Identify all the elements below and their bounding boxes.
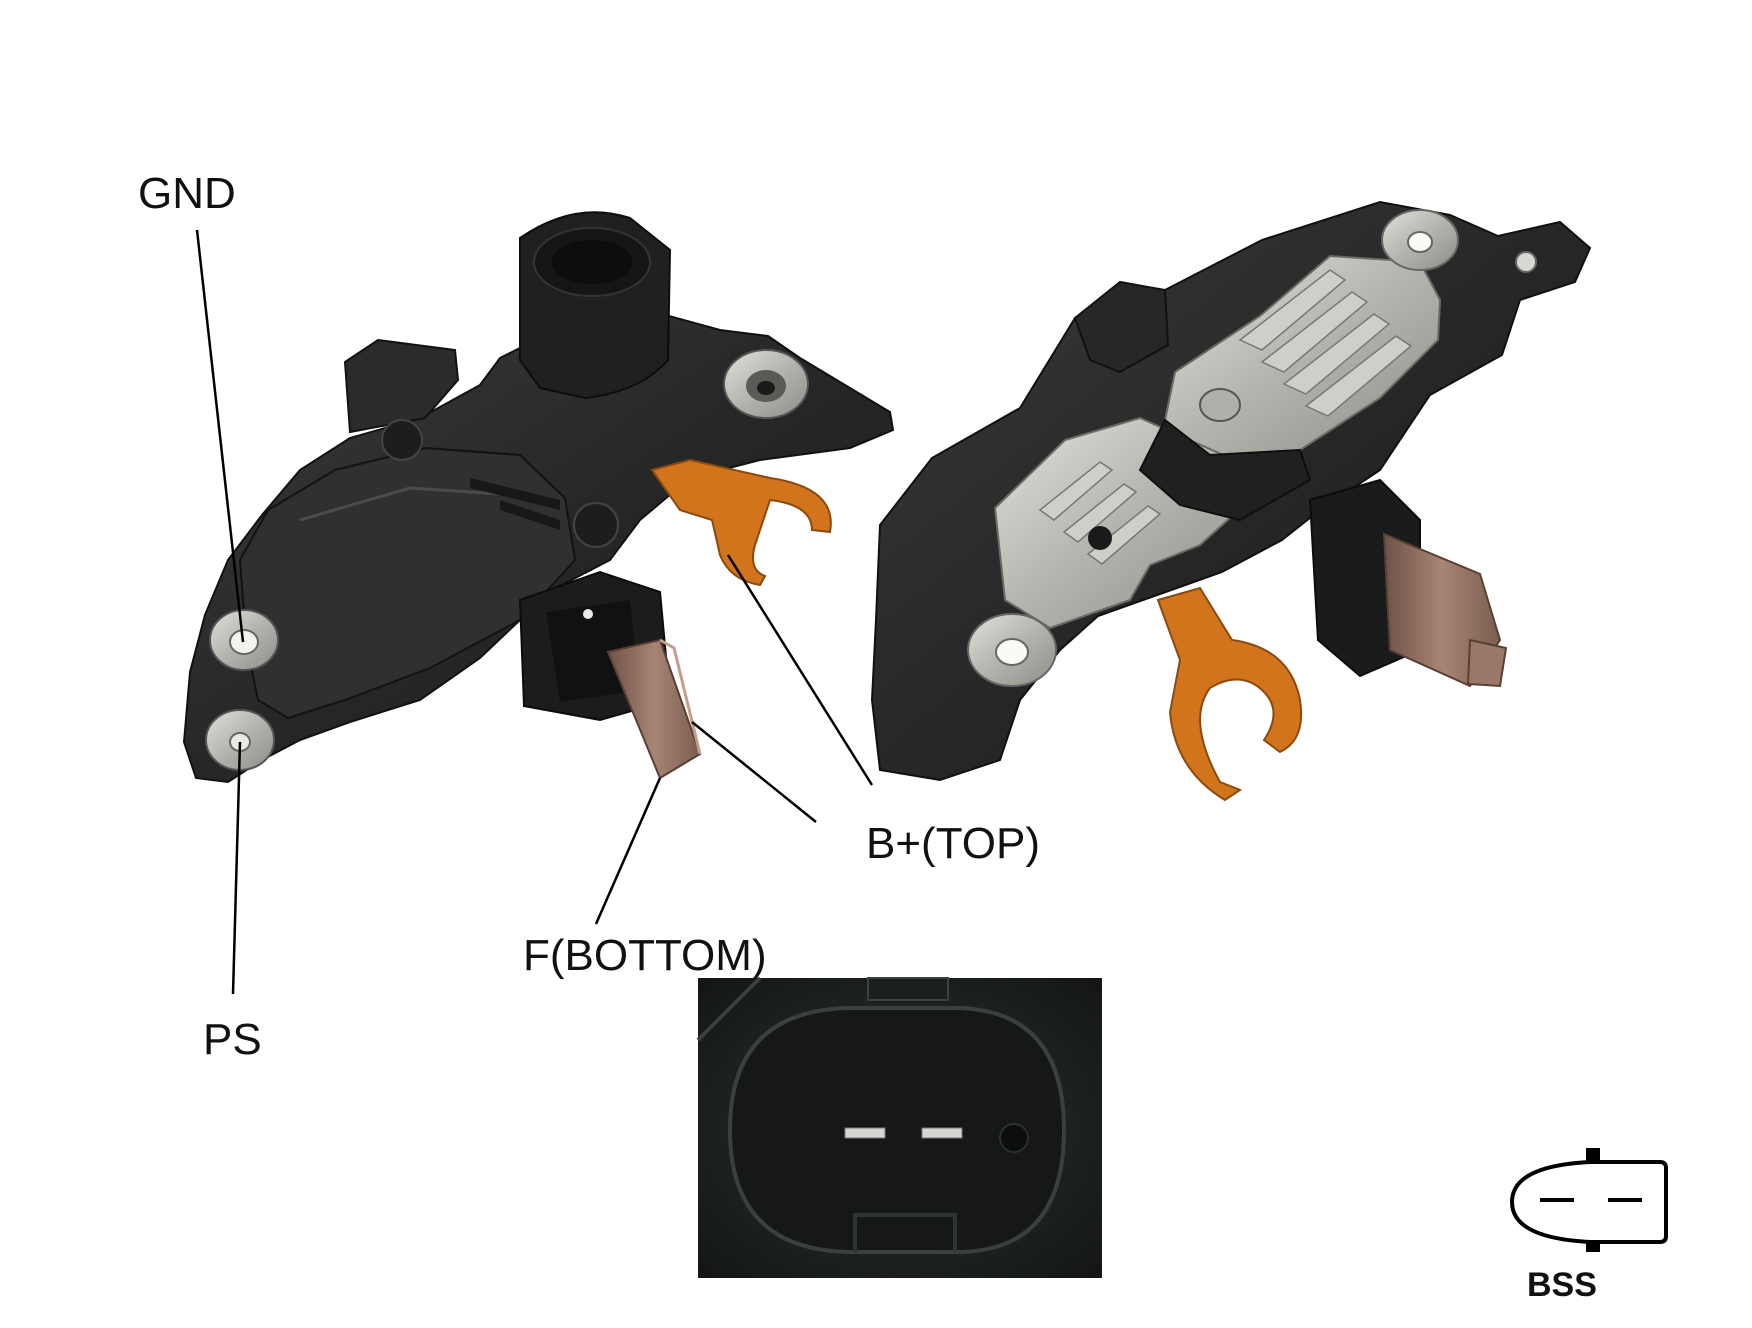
fbottom-leader-line bbox=[594, 777, 662, 925]
ps-label: PS bbox=[203, 1015, 262, 1064]
connector-closeup bbox=[696, 976, 1102, 1278]
bss-label: BSS bbox=[1527, 1266, 1597, 1304]
f-bottom-label: F(BOTTOM) bbox=[523, 931, 767, 980]
bss-plug-symbol bbox=[1509, 1148, 1668, 1252]
heatsink-fins bbox=[1238, 269, 1413, 417]
b-plus-label: B+(TOP) bbox=[866, 819, 1041, 868]
ps-leader-line bbox=[231, 741, 242, 995]
gnd-leader-line bbox=[195, 229, 245, 643]
regulator-front-view bbox=[182, 211, 895, 784]
gnd-label: GND bbox=[138, 169, 236, 218]
bplus-leader-line-2 bbox=[691, 721, 817, 823]
regulator-back-view bbox=[870, 200, 1592, 802]
bplus-leader-line-1 bbox=[726, 554, 874, 786]
leader-lines bbox=[195, 229, 874, 995]
heatsink-fins-lower bbox=[1038, 461, 1162, 565]
